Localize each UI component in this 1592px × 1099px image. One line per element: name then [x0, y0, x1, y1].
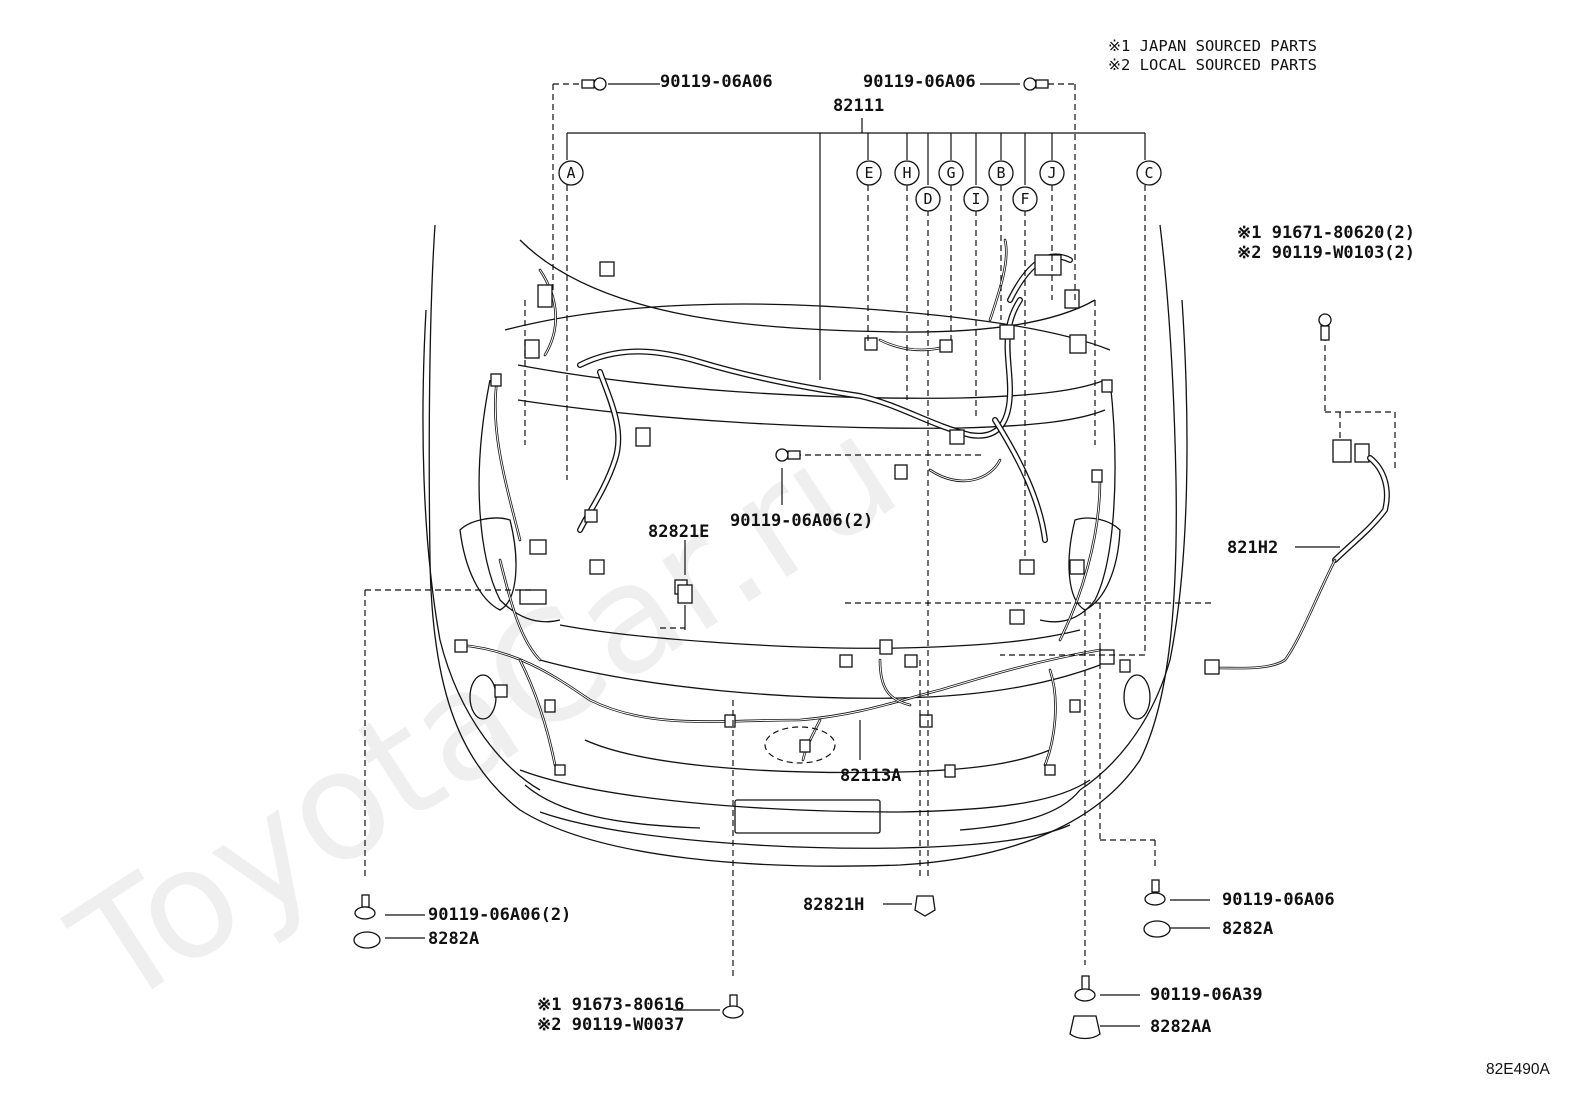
- label-bolt-top-left: 90119-06A06: [660, 72, 773, 92]
- callout-g: G: [938, 160, 964, 186]
- svg-text:J: J: [1047, 164, 1056, 182]
- bolt-icon: [354, 894, 376, 920]
- callout-f: F: [1012, 186, 1038, 212]
- bolt-icon: [1144, 879, 1166, 906]
- label-bolt-right-j2: ※2 90119-W0103(2): [1237, 243, 1415, 263]
- fasteners: [353, 77, 1332, 1040]
- svg-text:B: B: [996, 164, 1005, 182]
- label-bolt-center: 90119-06A06(2): [730, 511, 873, 531]
- label-bracket-82821e: 82821E: [648, 522, 709, 542]
- label-sub-harness-821h2: 821H2: [1227, 538, 1278, 558]
- clip-icon: [914, 895, 936, 917]
- svg-text:F: F: [1020, 190, 1029, 208]
- callout-leader-lines: [364, 83, 1396, 1027]
- clamp-icon: [353, 931, 381, 949]
- label-bolt-top-right: 90119-06A06: [863, 72, 976, 92]
- svg-text:A: A: [566, 164, 575, 182]
- label-harness-82111: 82111: [833, 96, 884, 116]
- label-harness-82113a: 82113A: [840, 766, 901, 786]
- label-clamp-8282aa: 8282AA: [1150, 1017, 1211, 1037]
- label-bolt-bottom-center-j2: ※2 90119-W0037: [537, 1015, 684, 1035]
- label-clamp-bottom-right: 8282A: [1222, 919, 1273, 939]
- svg-text:C: C: [1144, 164, 1153, 182]
- label-bolt-bottom-right: 90119-06A06: [1222, 890, 1335, 910]
- bolt-icon: [1023, 77, 1049, 91]
- svg-text:G: G: [946, 164, 955, 182]
- bolt-icon: [581, 77, 607, 91]
- clip-icon: [677, 584, 693, 604]
- bolt-icon: [775, 448, 801, 462]
- callout-i: I: [963, 186, 989, 212]
- callout-c: C: [1136, 160, 1162, 186]
- callout-markers: A E H D G I B F: [558, 160, 1162, 212]
- part-labels: ※1 JAPAN SOURCED PARTS ※2 LOCAL SOURCED …: [428, 37, 1550, 1078]
- clamp-icon: [1143, 920, 1171, 938]
- label-bolt-right-j1: ※1 91671-80620(2): [1237, 223, 1415, 243]
- watermark: ToyotaCar.ru: [44, 383, 926, 1040]
- label-clamp-bottom-left: 8282A: [428, 929, 479, 949]
- callout-a: A: [558, 160, 584, 186]
- vehicle-body-outline: [422, 224, 1188, 867]
- callout-e: E: [856, 160, 882, 186]
- callout-j: J: [1039, 160, 1065, 186]
- bolt-icon: [1318, 313, 1332, 341]
- svg-text:E: E: [864, 164, 873, 182]
- label-bolt-bottom-left: 90119-06A06(2): [428, 905, 571, 925]
- svg-text:H: H: [902, 164, 911, 182]
- label-bracket-82821h: 82821H: [803, 895, 864, 915]
- sub-harness-821h2: [1204, 439, 1390, 675]
- callout-b: B: [988, 160, 1014, 186]
- bolt-icon: [722, 994, 744, 1019]
- svg-text:D: D: [923, 190, 932, 208]
- front-wire-harness: [458, 378, 1102, 767]
- label-bolt-bottom-center-j1: ※1 91673-80616: [537, 995, 684, 1015]
- callout-d: D: [915, 186, 941, 212]
- note-local-sourced: ※2 LOCAL SOURCED PARTS: [1108, 56, 1317, 74]
- clamp-icon: [1069, 1015, 1101, 1040]
- svg-text:I: I: [971, 190, 980, 208]
- callout-h: H: [894, 160, 920, 186]
- diagram-code: 82E490A: [1486, 1061, 1550, 1078]
- label-bolt-bottom-right2: 90119-06A39: [1150, 985, 1263, 1005]
- note-japan-sourced: ※1 JAPAN SOURCED PARTS: [1108, 37, 1317, 55]
- bolt-icon: [1074, 975, 1096, 1002]
